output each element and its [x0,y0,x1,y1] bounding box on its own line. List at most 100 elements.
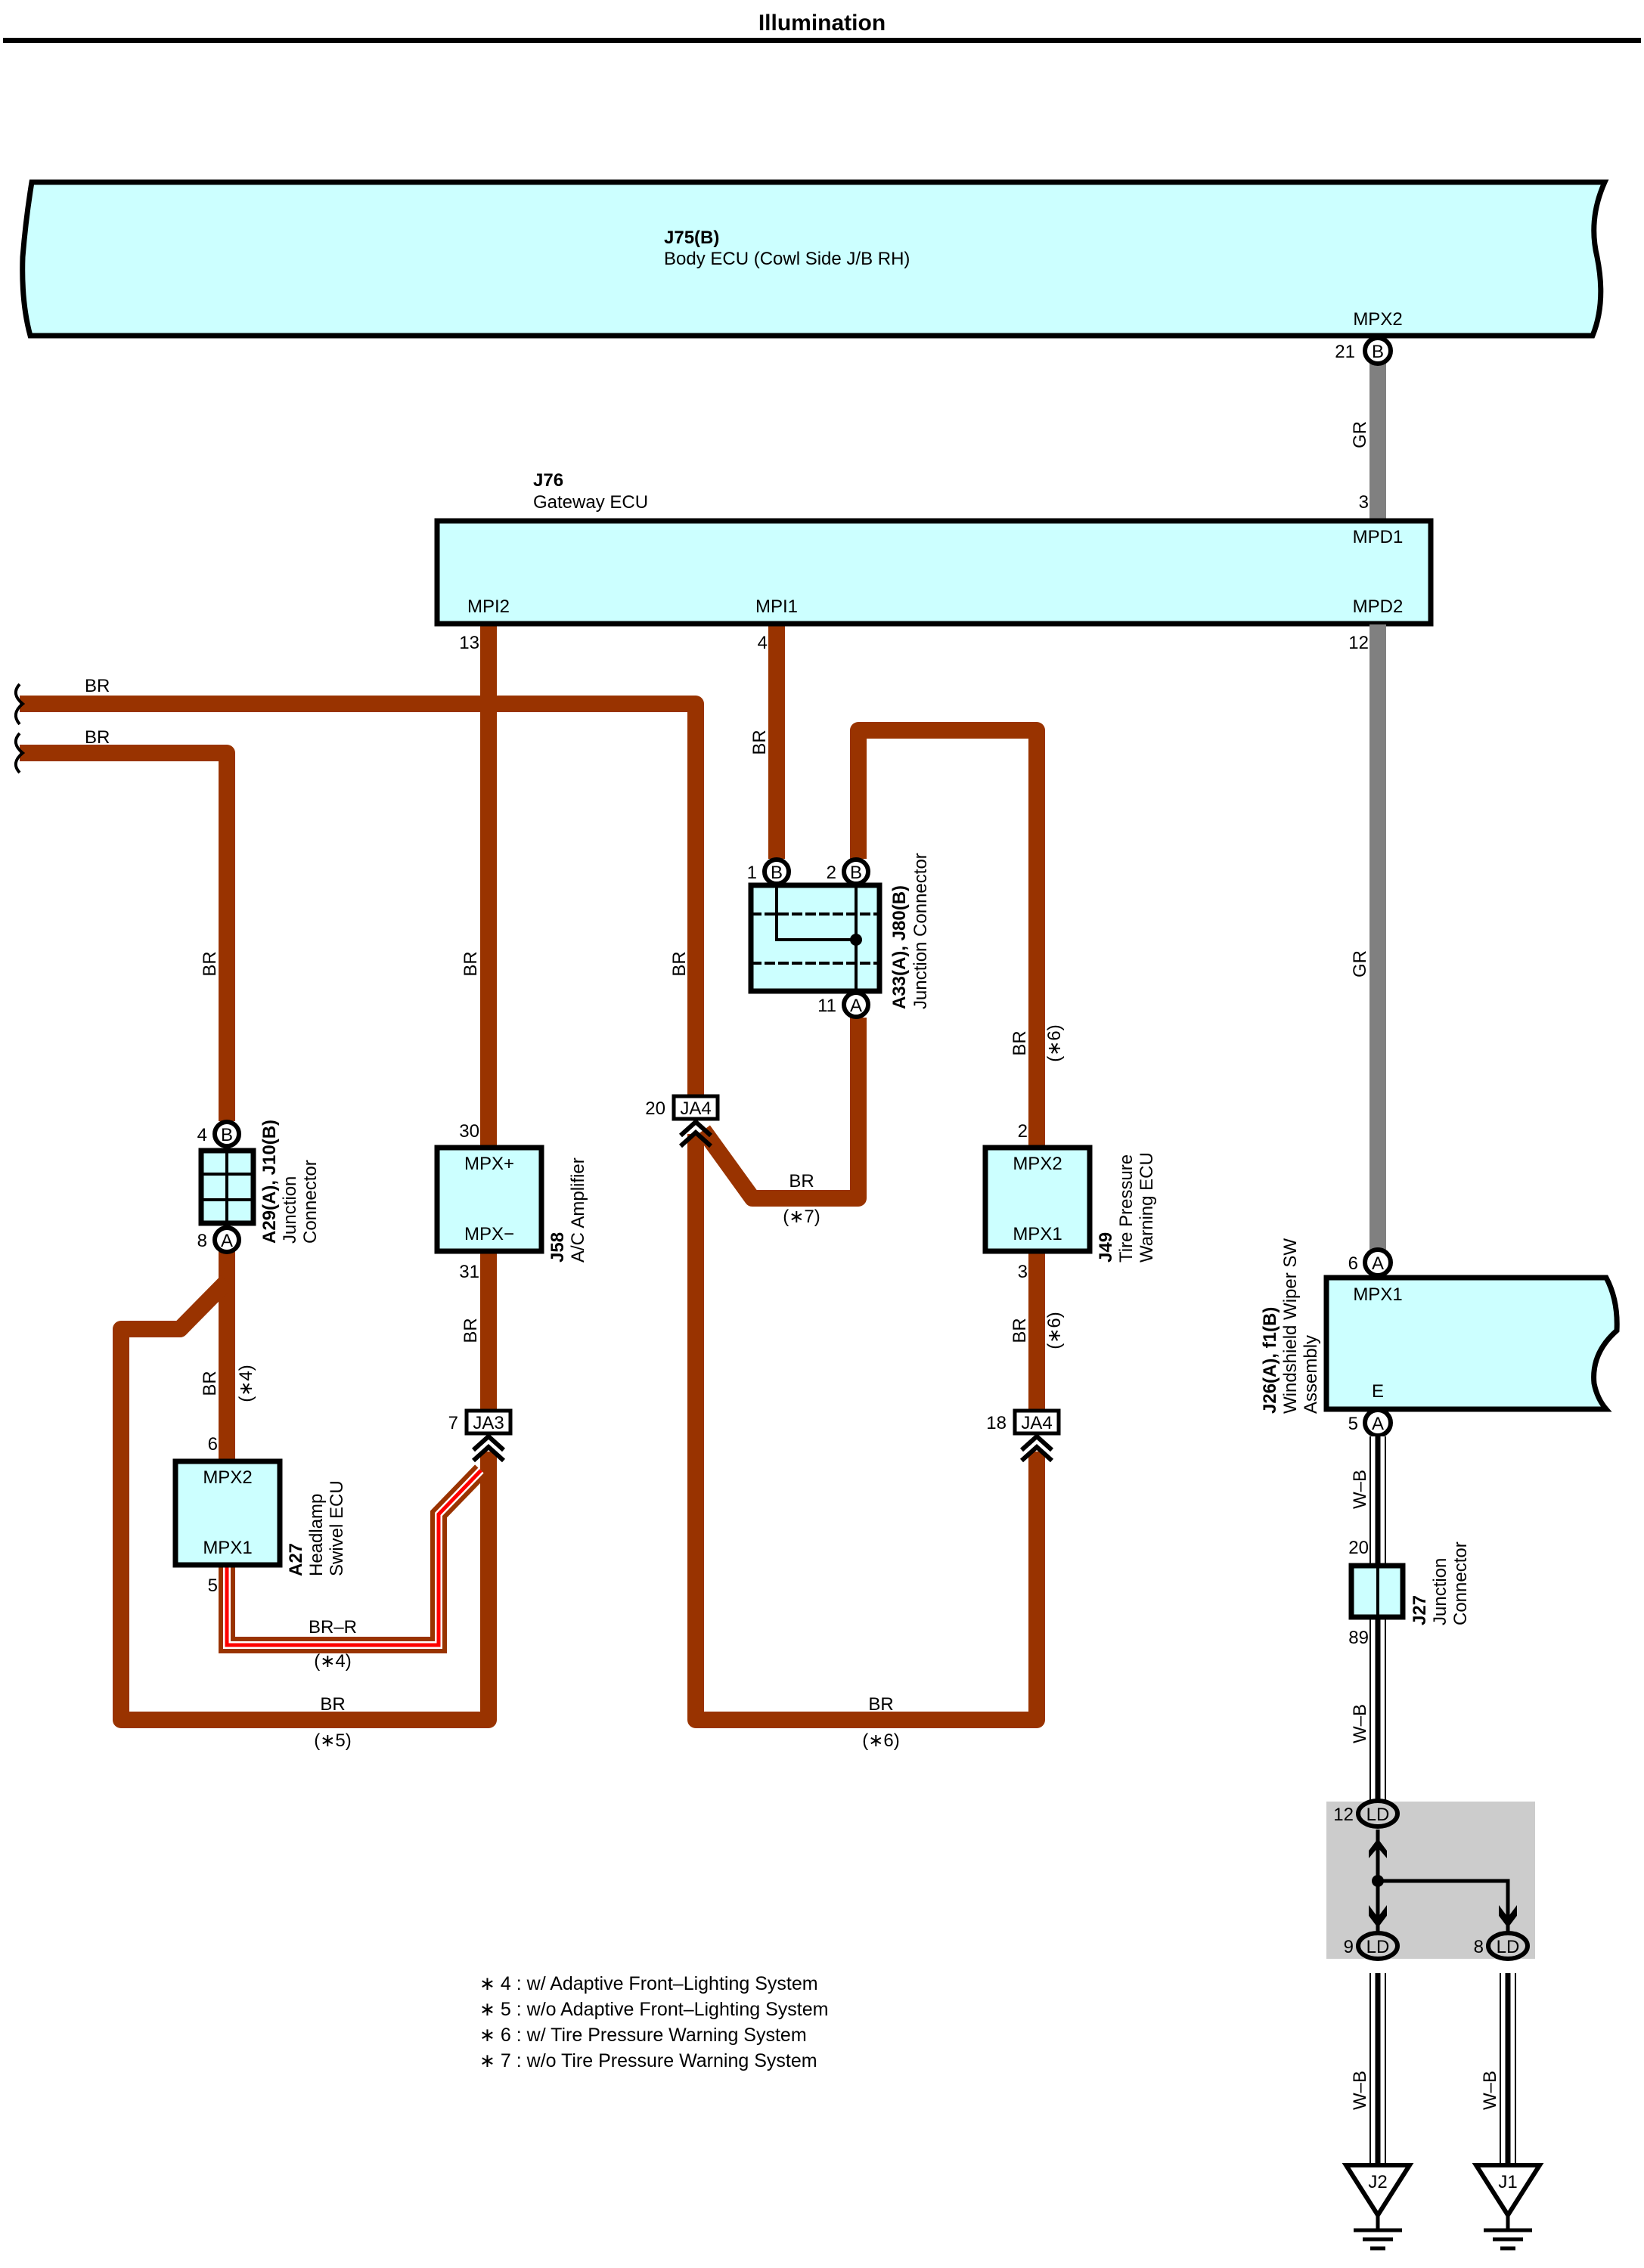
pin-number: 18 [986,1413,1007,1433]
wire-br-r [219,1464,487,1653]
footnote: ∗ 6 : w/ Tire Pressure Warning System [479,2025,807,2046]
inline-connector-ja4-18[interactable]: JA4 [1013,1408,1061,1463]
connector-pin: A 8 [197,1225,241,1254]
svg-text:JA4: JA4 [1021,1413,1052,1433]
junction-connector-j27[interactable] [1348,1563,1406,1620]
wire-label-br: BR [868,1694,893,1715]
j58-code: J58 [547,1232,568,1263]
j58-name: A/C Amplifier [568,1157,588,1263]
gateway-ecu-code: J76 [533,470,563,491]
svg-text:A: A [221,1231,233,1251]
svg-text:MPX1: MPX1 [1353,1284,1402,1305]
j49-name: Warning ECU [1137,1152,1157,1263]
wire-label-br: BR [789,1171,814,1191]
wire-w-b [1369,1436,1516,2164]
wire-label-br-second: BR [85,727,110,748]
pin-number: 7 [448,1413,458,1433]
pin-number: 2 [1018,1121,1028,1142]
j26-name: Assembly [1301,1335,1321,1414]
a29-name: Junction [280,1176,300,1244]
svg-text:2: 2 [827,863,836,883]
j49-code: J49 [1096,1232,1116,1263]
svg-text:B: B [850,863,862,883]
connector-pin: B 1 [747,857,791,886]
body-ecu[interactable]: J75(B) Body ECU (Cowl Side J/B RH) MPX2 [20,179,1609,339]
wire-label-br: BR [749,730,770,754]
svg-text:JA3: JA3 [473,1413,504,1433]
j27-code: J27 [1410,1595,1430,1625]
wire-label-w-b: W–B [1350,1470,1370,1509]
footnote: ∗ 4 : w/ Adaptive Front–Lighting System [479,1973,818,1994]
wire-label-note4: (∗4) [236,1365,256,1402]
wire-label-note7: (∗7) [783,1207,820,1227]
pin-number: 31 [459,1262,479,1282]
svg-text:21: 21 [1335,342,1355,362]
wire-label-br: BR [1010,1318,1030,1343]
arrow-up-icon [1369,1839,1387,1858]
body-ecu-code: J75(B) [664,228,719,248]
svg-text:J2: J2 [1368,2172,1387,2192]
pin-number: 4 [758,633,768,653]
junction-connector-a29[interactable] [198,1148,256,1226]
svg-text:MPX2: MPX2 [1013,1154,1062,1174]
ground-j1[interactable]: J1 [1472,2163,1544,2251]
a29-code: A29(A), J10(B) [259,1120,280,1244]
svg-text:JA4: JA4 [680,1098,711,1119]
svg-text:J1: J1 [1498,2172,1517,2192]
windshield-wiper-sw-assembly[interactable]: MPX1 E [1323,1275,1620,1412]
splice-ld-9[interactable]: LD [1356,1931,1400,1961]
inline-connector-ja4-20[interactable]: JA4 [672,1094,720,1148]
pin-number: 20 [1348,1538,1369,1558]
svg-text:B: B [1372,342,1384,362]
wire-br-star7 [696,1018,867,1207]
pin-number: 8 [1474,1937,1484,1957]
chevron-up-icon [678,1118,713,1148]
svg-text:MPX1: MPX1 [1013,1224,1062,1244]
tire-pressure-warning-ecu[interactable]: MPX2 MPX1 [982,1145,1093,1254]
chevron-up-icon [1019,1433,1054,1463]
svg-text:8: 8 [197,1231,207,1251]
junction-connector-a33[interactable] [748,869,882,1005]
ground-j2[interactable]: J2 [1342,2163,1414,2251]
svg-text:5: 5 [1348,1414,1358,1434]
splice-ld-12[interactable]: LD [1356,1799,1400,1829]
svg-text:MPI2: MPI2 [467,596,510,617]
splice-ld-8[interactable]: LD [1486,1931,1530,1961]
wire-br-star6-bottom [687,1134,1045,1728]
svg-text:11: 11 [817,996,836,1016]
pin-number: 3 [1018,1262,1028,1282]
wire-break-icon [14,683,26,726]
svg-text:B: B [771,863,783,883]
ac-amplifier[interactable]: MPX+ MPX− [434,1145,544,1254]
connector-pin: B 4 [197,1120,241,1148]
a29-name: Connector [300,1160,321,1244]
pin-number: 6 [208,1434,218,1455]
gateway-ecu-name: Gateway ECU [533,492,648,513]
pin-number: 20 [645,1098,665,1119]
a27-code: A27 [286,1543,306,1576]
wire-label-br-r: BR–R [309,1617,357,1637]
pin-number: 12 [1333,1805,1354,1825]
svg-text:LD: LD [1366,1805,1390,1825]
wire-label-br: BR [200,1371,220,1396]
pin-number: 89 [1348,1628,1369,1648]
svg-text:B: B [221,1125,233,1145]
wire-label-note6: (∗6) [1044,1024,1065,1061]
pin-number: 13 [459,633,479,653]
svg-text:LD: LD [1366,1937,1390,1957]
a33-code: A33(A), J80(B) [889,885,910,1009]
pin-number: 12 [1348,633,1369,653]
body-ecu-terminal: MPX2 [1353,309,1402,330]
wire-label-br: BR [461,1318,481,1343]
wire-label-note5: (∗5) [314,1730,351,1751]
inline-connector-ja3-7[interactable]: JA3 [464,1408,513,1463]
wire-br-top [20,696,704,1098]
footnotes: ∗ 4 : w/ Adaptive Front–Lighting System … [479,1973,828,2071]
headlamp-swivel-ecu[interactable]: MPX2 MPX1 [172,1458,283,1568]
svg-text:A: A [1372,1253,1384,1274]
svg-text:MPD2: MPD2 [1353,596,1404,617]
a27-name: Swivel ECU [327,1480,347,1576]
connector-pin: A 6 [1348,1247,1393,1278]
gateway-ecu[interactable]: J76 Gateway ECU MPD1 MPD2 MPI2 MPI1 [434,470,1434,627]
